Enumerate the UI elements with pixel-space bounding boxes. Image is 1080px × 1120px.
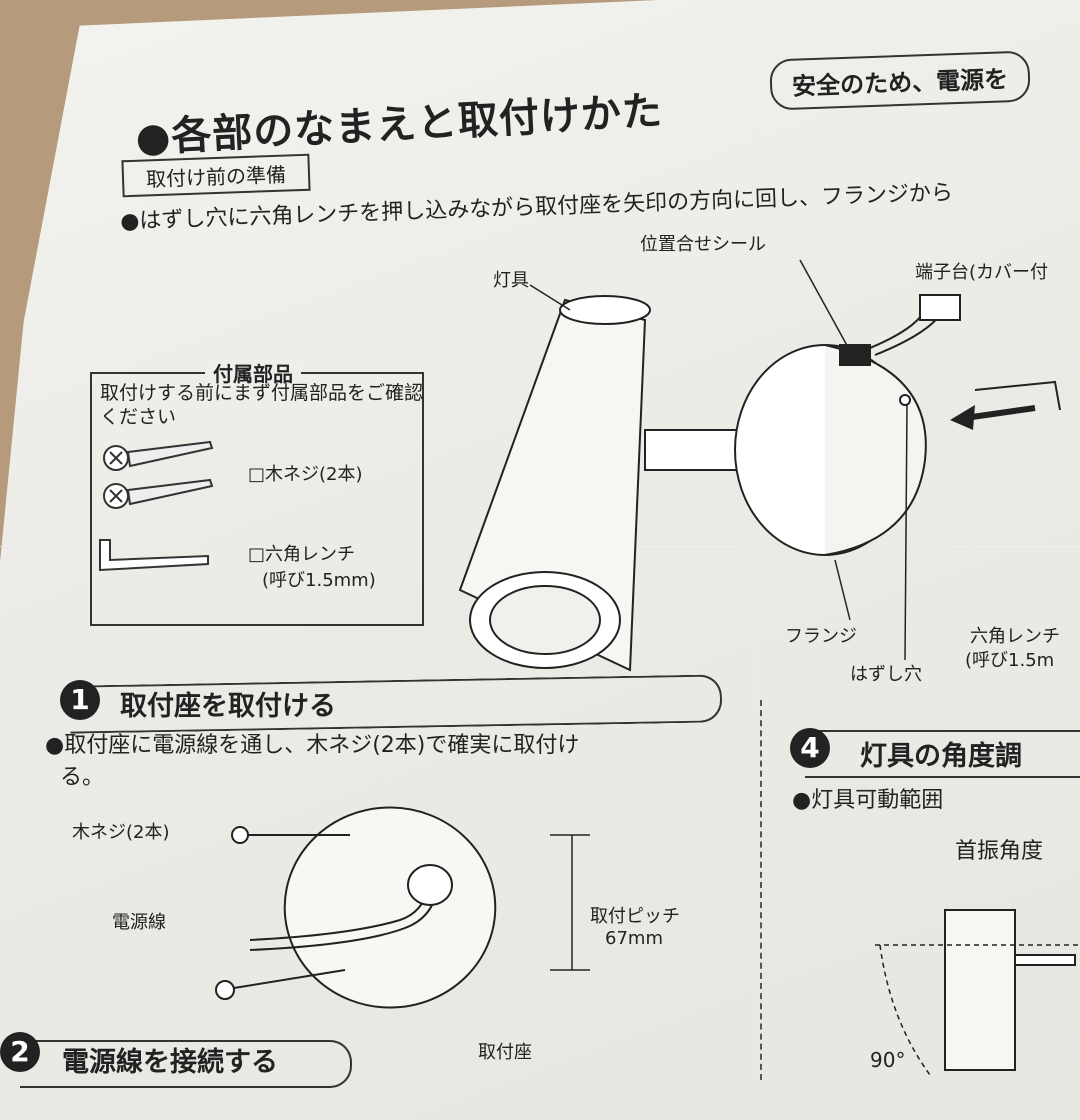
step4-bar	[805, 730, 1080, 778]
prep-label: 取付け前の準備	[121, 153, 311, 198]
step1-text-line2: る。	[60, 765, 105, 790]
wood-screw-label: 木ネジ(2本)	[72, 822, 170, 843]
swivel-angle-label: 首振角度	[955, 839, 1044, 864]
flange-label: フランジ	[785, 626, 857, 647]
accessory-screws-icon	[99, 440, 214, 572]
step4-number: 4	[790, 728, 830, 768]
screw-label: □木ネジ(2本)	[248, 464, 363, 485]
mount-base-diagram	[215, 806, 590, 1009]
terminal-label: 端子台(カバー付	[915, 262, 1049, 283]
safety-notice: 安全のため、電源を	[769, 50, 1031, 111]
paper-fold-vertical	[752, 0, 755, 1080]
accessories-intro-line2: ください	[100, 406, 177, 428]
hex-wrench-size: (呼び1.5m	[965, 650, 1055, 671]
accessories-intro-line1: 取付けする前にまず付属部品をご確認	[100, 382, 424, 404]
pitch-value: 67mm	[605, 928, 663, 949]
accessories-title: 付属部品	[205, 358, 301, 387]
pitch-label: 取付ピッチ	[590, 906, 680, 927]
step1-title: 取付座を取付ける	[120, 691, 336, 722]
release-hole-label: はずし穴	[850, 664, 922, 685]
angle-range-diagram	[875, 909, 1080, 1076]
column-divider	[760, 700, 762, 1080]
step1-text-line1: ●取付座に電源線を通し、木ネジ(2本)で確実に取付け	[45, 733, 580, 758]
mount-base-label: 取付座	[478, 1042, 532, 1063]
fixture-diagram	[458, 259, 1061, 672]
step2-number: 2	[0, 1032, 40, 1072]
wrench-size: (呼び1.5mm)	[262, 570, 376, 591]
fixture-label: 灯具	[493, 270, 529, 291]
step4-title: 灯具の角度調	[860, 741, 1022, 772]
step4-text: ●灯具可動範囲	[792, 788, 944, 813]
wrench-label: □六角レンチ	[248, 544, 356, 565]
alignment-seal-label: 位置合せシール	[640, 234, 766, 255]
step1-number: 1	[60, 680, 100, 720]
hex-wrench-label: 六角レンチ	[970, 626, 1060, 647]
angle-value: 90°	[870, 1048, 906, 1072]
power-cable-label: 電源線	[112, 912, 166, 933]
step2-title: 電源線を接続する	[62, 1047, 278, 1078]
